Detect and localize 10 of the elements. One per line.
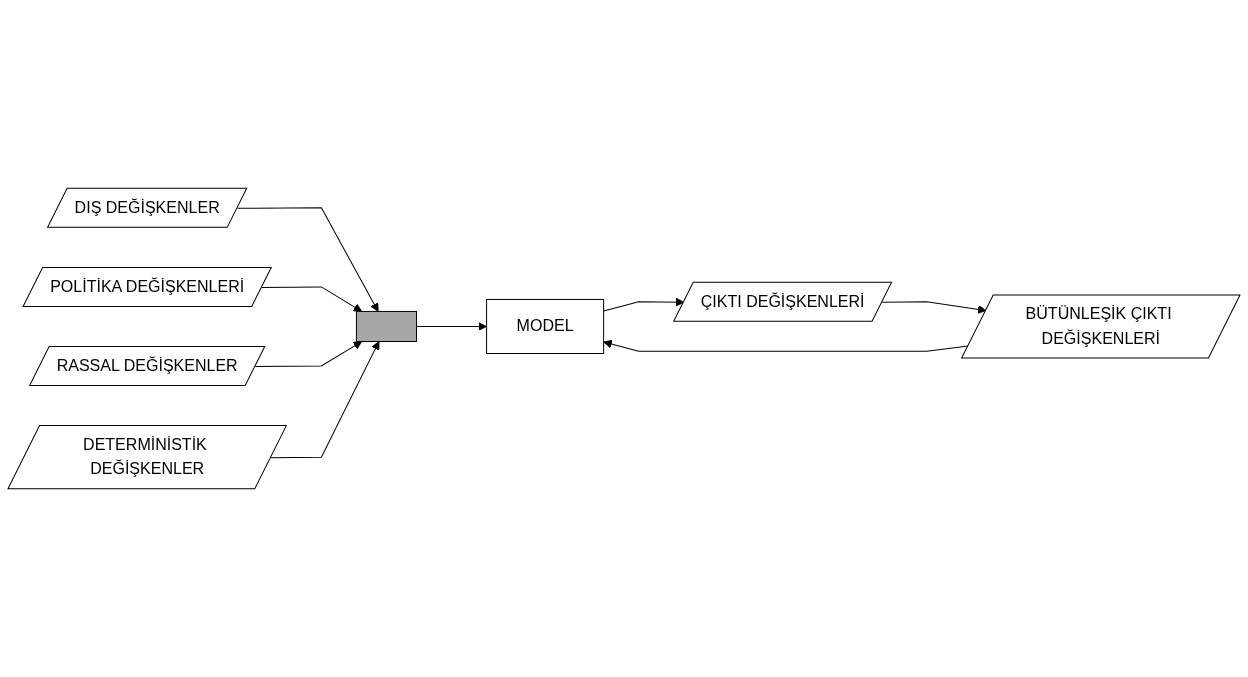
arrow	[237, 207, 379, 312]
arrow	[603, 297, 685, 312]
arrow	[881, 301, 987, 314]
arrow	[416, 322, 487, 331]
node-box: MODEL	[486, 298, 605, 354]
arrow	[261, 286, 363, 312]
node-bar	[355, 310, 417, 342]
arrow	[603, 339, 969, 352]
arrow	[254, 341, 363, 368]
arrow	[270, 341, 380, 459]
